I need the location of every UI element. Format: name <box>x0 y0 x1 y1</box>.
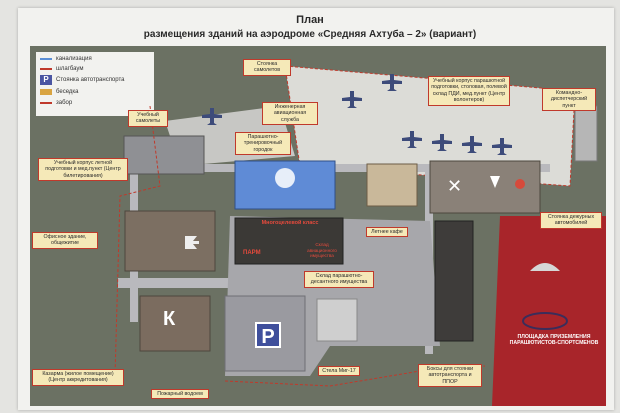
command-point-area <box>574 105 598 162</box>
plane-icon <box>432 134 452 151</box>
label-training-corps: Учебный корпус парашютной подготовки, ст… <box>428 76 510 106</box>
parking-mark: P <box>255 322 281 348</box>
barrier-icon <box>40 68 52 70</box>
landing-area <box>492 216 606 406</box>
label-duty-cars: Стоянка дежурных автомобилей <box>540 212 602 229</box>
label-office: Офисное здание, общежитие <box>32 232 98 249</box>
plane-icon <box>402 131 422 148</box>
fence-icon <box>40 102 52 104</box>
parking-icon: P <box>40 75 52 85</box>
landing-parachute-icon <box>530 263 560 271</box>
page-title: План <box>296 14 324 26</box>
label-fire-pond: Пожарный водоем <box>151 389 209 400</box>
sewage-line-icon <box>40 58 52 60</box>
landing-target-icon <box>522 312 568 330</box>
plane-icon <box>202 108 222 125</box>
label-parm: ПАРМ <box>243 250 261 256</box>
map-drawing: ✕ <box>110 65 606 406</box>
barracks-building <box>139 295 211 352</box>
label-command-point: Командно-диспетчерский пункт <box>542 88 596 112</box>
cutlery-icon: ✕ <box>447 176 462 197</box>
fence-west <box>114 105 161 377</box>
label-summer-cafe: Летнее кафе <box>366 227 408 238</box>
label-mig-stele: Стела Миг-17 <box>318 366 360 377</box>
fence-south <box>224 365 486 387</box>
plane-parking-fence <box>284 65 576 187</box>
page-subtitle: размещения зданий на аэродроме «Средняя … <box>143 29 477 40</box>
legend-item-barrier: шлагбаум <box>40 66 83 72</box>
parachute-symbol-icon <box>490 176 500 188</box>
office-plane-icon <box>185 236 199 249</box>
label-barracks: Казарма (жилое помещение) (Центр аккреди… <box>32 369 124 386</box>
garage-boxes-building <box>434 220 474 342</box>
summer-cafe-area <box>366 163 418 207</box>
flight-corps-building <box>123 135 205 175</box>
plane-icon <box>382 74 402 91</box>
gazebo-icon <box>40 89 52 95</box>
medical-icon <box>515 179 525 189</box>
label-aviation-warehouse: Склад авиационного имущества <box>307 242 337 258</box>
label-landing-area: ПЛОЩАДКА ПРИЗЕМЛЕНИЯ ПАРАШЮТИСТОВ-СПОРТС… <box>509 334 599 347</box>
k-mark: К <box>163 308 176 330</box>
label-parachute-town: Парашютно-тренировочный городок <box>235 132 291 156</box>
legend-panel <box>36 52 154 116</box>
office-building <box>124 210 216 272</box>
label-plane-parking: Стоянка самолетов <box>243 59 291 76</box>
legend-item-gazebo: беседка <box>40 89 79 95</box>
label-multipurpose: Многоцелевой класс <box>261 220 319 226</box>
multipurpose-building <box>234 217 344 265</box>
legend-item-fence: забор <box>40 100 72 106</box>
legend-item-sewage: канализация <box>40 56 92 62</box>
label-airborne-warehouse: Склад парашютно-десантного имущества <box>304 271 374 288</box>
plane-icon <box>462 136 482 153</box>
plane-icon <box>342 91 362 108</box>
label-training-planes: Учебный самолеты <box>128 110 168 127</box>
label-flight-corps: Учебный корпус летной подготовки и мед.п… <box>38 158 128 182</box>
planes-group <box>202 74 512 155</box>
label-boxes: Боксы для стоянки автотранспорта и ППОР <box>418 364 482 388</box>
label-engineering: Инженерная авиационная служба <box>262 102 318 126</box>
plane-icon <box>492 138 512 155</box>
parachute-icon <box>275 168 295 188</box>
mig-stele-area <box>316 298 358 342</box>
